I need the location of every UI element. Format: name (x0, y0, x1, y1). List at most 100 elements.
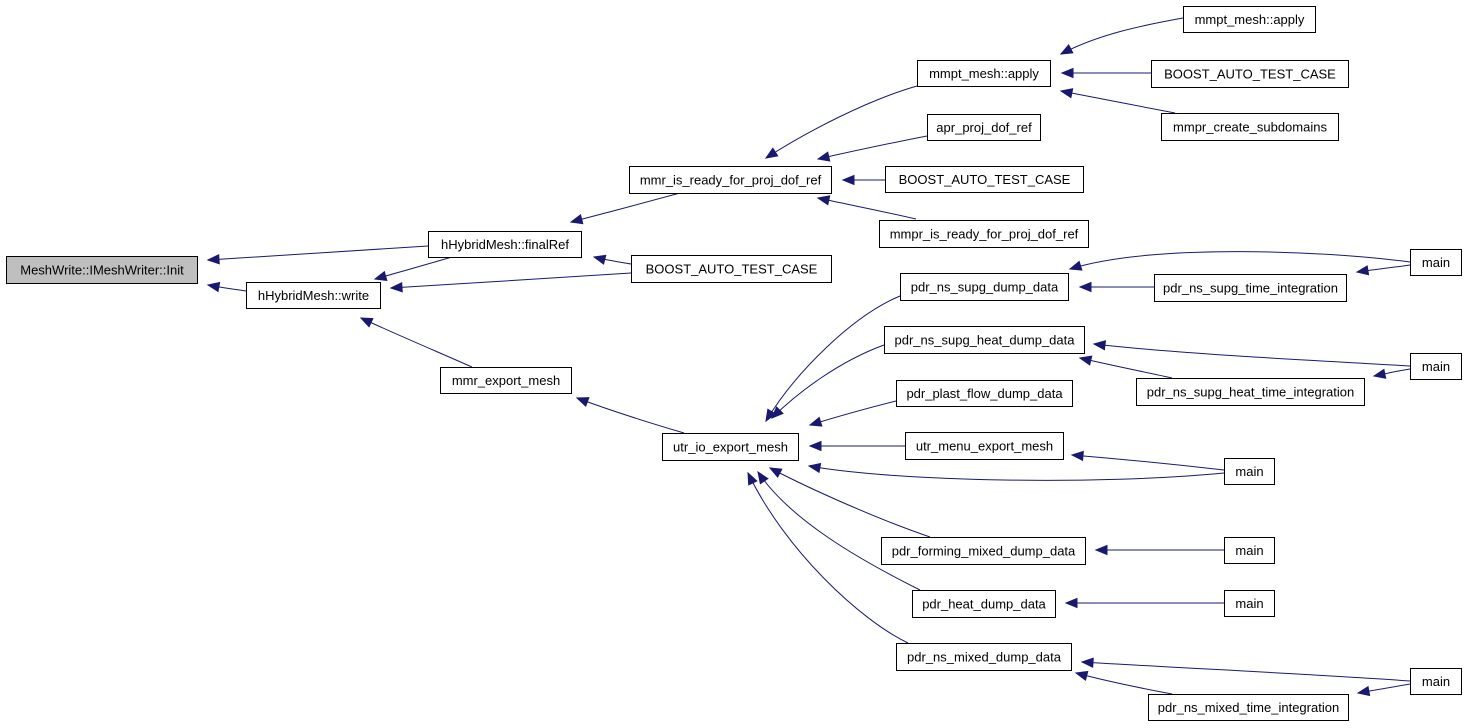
edge-n16-to-n13 (808, 400, 897, 427)
graph-node[interactable]: main (1224, 458, 1275, 485)
edge-n1-to-n2 (373, 256, 453, 281)
graph-node[interactable]: utr_menu_export_mesh (905, 432, 1064, 460)
node-box[interactable] (1136, 378, 1365, 406)
node-box[interactable] (1410, 353, 1462, 380)
edge-n23-to-n15 (1078, 355, 1173, 379)
graph-node[interactable]: main (1410, 249, 1462, 276)
graph-node[interactable]: pdr_ns_supg_heat_time_integration (1136, 378, 1365, 406)
node-box[interactable] (428, 231, 582, 258)
edge-line (1093, 343, 1411, 367)
edge-n29-to-n28 (1356, 683, 1411, 697)
edge-n24-to-n15 (1092, 340, 1411, 367)
graph-node[interactable]: utr_io_export_mesh (662, 433, 799, 461)
edge-line (576, 397, 685, 434)
graph-node[interactable]: hHybridMesh::finalRef (428, 231, 582, 258)
node-box[interactable] (440, 367, 572, 394)
graph-node[interactable]: apr_proj_dof_ref (927, 114, 1041, 141)
node-box[interactable] (917, 60, 1051, 87)
graph-edges (206, 17, 1411, 697)
arrowhead-icon (808, 416, 823, 427)
edge-line (765, 295, 901, 422)
edge-line (1071, 454, 1225, 471)
edge-n4-to-n2 (389, 272, 632, 293)
edge-n17-to-n13 (808, 440, 906, 452)
node-box[interactable] (662, 433, 799, 461)
node-box[interactable] (1410, 668, 1462, 695)
arrowhead-icon (1372, 368, 1387, 379)
graph-node[interactable]: mmpr_create_subdomains (1161, 113, 1339, 141)
arrowhead-icon (206, 281, 221, 293)
edge-n9-to-n5 (1059, 17, 1184, 55)
node-box[interactable] (1410, 249, 1462, 276)
edge-line (570, 192, 681, 223)
node-box[interactable] (885, 166, 1084, 193)
edge-n1-to-n0 (206, 245, 429, 265)
graph-node[interactable]: mmpt_mesh::apply (917, 60, 1051, 87)
arrowhead-icon (1356, 685, 1371, 697)
node-box[interactable] (1148, 694, 1349, 721)
edge-n14-to-n13 (765, 295, 901, 423)
arrowhead-icon (575, 397, 590, 407)
edge-line (1079, 357, 1173, 379)
graph-node[interactable]: hHybridMesh::write (246, 282, 381, 309)
node-box[interactable] (896, 643, 1072, 671)
node-box[interactable] (246, 282, 381, 309)
node-box[interactable] (1224, 537, 1275, 564)
node-box[interactable] (631, 255, 832, 283)
graph-node[interactable]: pdr_heat_dump_data (912, 590, 1056, 618)
node-box[interactable] (1224, 590, 1275, 617)
graph-node[interactable]: pdr_ns_mixed_time_integration (1148, 694, 1349, 721)
node-box[interactable] (905, 432, 1064, 460)
node-box[interactable] (1161, 113, 1339, 141)
arrowhead-icon (1078, 355, 1093, 366)
node-label: mmpr_is_ready_for_proj_dof_ref (890, 227, 1079, 242)
node-box[interactable] (1224, 458, 1275, 485)
node-label: pdr_ns_supg_time_integration (1163, 281, 1338, 296)
arrowhead-icon (1070, 450, 1084, 462)
node-box[interactable] (879, 220, 1089, 248)
node-label: MeshWrite::IMeshWriter::Init (20, 263, 184, 278)
graph-node[interactable]: pdr_ns_mixed_dump_data (896, 643, 1072, 671)
graph-node[interactable]: mmr_export_mesh (440, 367, 572, 394)
graph-node[interactable]: BOOST_AUTO_TEST_CASE (885, 166, 1084, 193)
node-box[interactable] (927, 114, 1041, 141)
arrowhead-icon (373, 270, 388, 281)
graph-node[interactable]: BOOST_AUTO_TEST_CASE (631, 255, 832, 283)
node-label: utr_io_export_mesh (673, 440, 788, 455)
node-box[interactable] (881, 537, 1086, 565)
edge-n25-to-n13 (807, 462, 1225, 481)
graph-node[interactable]: pdr_ns_supg_time_integration (1154, 274, 1347, 302)
node-box[interactable] (1183, 6, 1316, 33)
root-node[interactable]: MeshWrite::IMeshWriter::Init (6, 256, 198, 284)
graph-node[interactable]: pdr_ns_supg_dump_data (900, 273, 1069, 301)
graph-node[interactable]: pdr_ns_supg_heat_dump_data (884, 326, 1085, 354)
node-label: main (1422, 255, 1450, 270)
graph-node[interactable]: mmpt_mesh::apply (1183, 6, 1316, 33)
edge-n8-to-n3 (816, 195, 917, 220)
node-box[interactable] (900, 273, 1069, 301)
graph-node[interactable]: pdr_plast_flow_dump_data (896, 380, 1073, 407)
node-box[interactable] (6, 256, 198, 284)
graph-node[interactable]: main (1224, 537, 1275, 564)
graph-node[interactable]: pdr_forming_mixed_dump_data (881, 537, 1086, 565)
arrowhead-icon (1080, 657, 1094, 668)
graph-node[interactable]: BOOST_AUTO_TEST_CASE (1151, 60, 1349, 88)
graph-node[interactable]: mmpr_is_ready_for_proj_dof_ref (879, 220, 1089, 248)
node-label: pdr_ns_mixed_time_integration (1158, 700, 1339, 715)
graph-node[interactable]: main (1224, 590, 1275, 617)
node-box[interactable] (896, 380, 1073, 407)
node-box[interactable] (1151, 60, 1349, 88)
node-box[interactable] (884, 326, 1085, 354)
graph-node[interactable]: main (1410, 353, 1462, 380)
edge-n12-to-n2 (359, 317, 473, 368)
arrowhead-icon (569, 214, 584, 225)
arrowhead-icon (768, 467, 783, 478)
node-box[interactable] (1154, 274, 1347, 302)
node-box[interactable] (629, 166, 832, 194)
edge-n4-to-n1 (592, 254, 632, 265)
edge-line (1060, 90, 1176, 114)
graph-node[interactable]: mmr_is_ready_for_proj_dof_ref (629, 166, 832, 194)
node-box[interactable] (912, 590, 1056, 618)
graph-node[interactable]: main (1410, 668, 1462, 695)
